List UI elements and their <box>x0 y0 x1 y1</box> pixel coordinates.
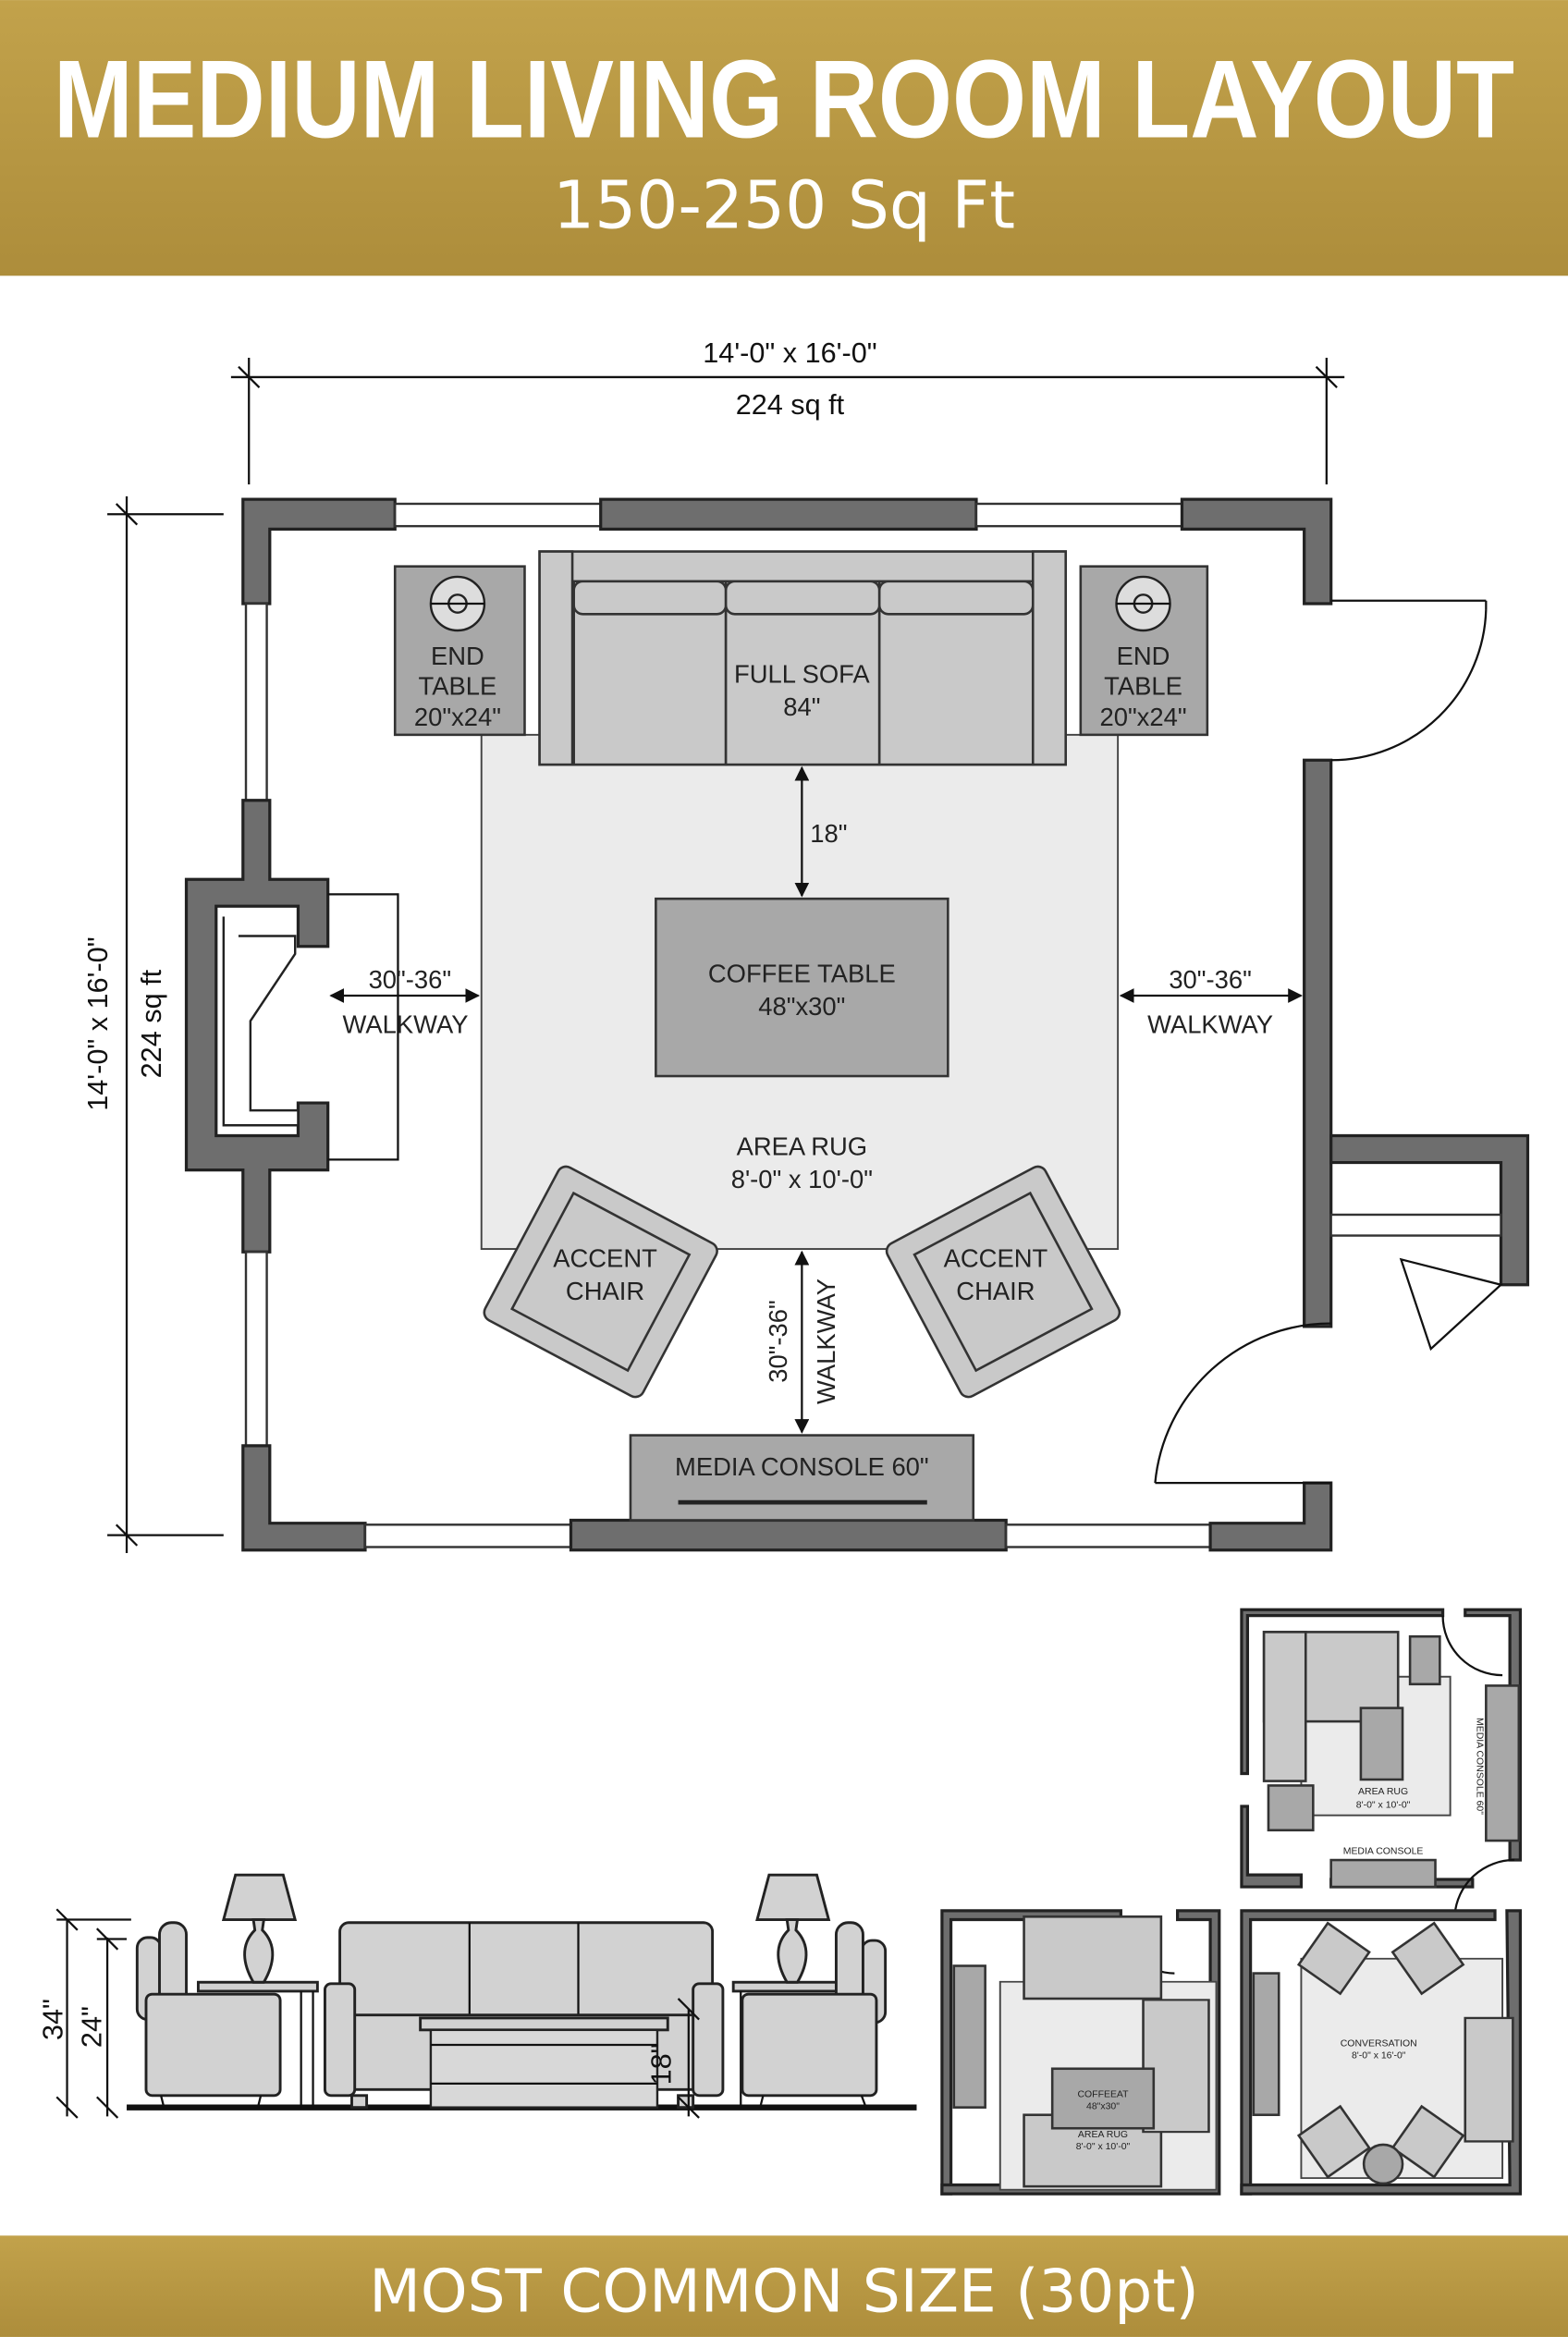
thumb1-rug-size: 8'-0" x 10'-0" <box>1356 1801 1411 1811</box>
accent-chair-right: ACCENT CHAIR <box>885 1165 1121 1399</box>
end-table-right-label: END <box>1117 642 1170 670</box>
fireplace-icon <box>222 916 300 1127</box>
secondary-door[interactable] <box>1154 1322 1331 1485</box>
page-title: MEDIUM LIVING ROOM LAYOUT <box>54 38 1514 161</box>
accent-chair-left-label: ACCENT <box>553 1243 657 1272</box>
accent-chair-right-label: ACCENT <box>944 1243 1048 1272</box>
coffee-table-label: COFFEE TABLE <box>708 959 896 987</box>
side-dimension-label: 14'-0" x 16'-0" <box>82 936 114 1110</box>
walkway-bottom: 30"-36" WALKWAY <box>764 1250 840 1434</box>
elevation-chair-right <box>741 1921 888 2109</box>
back-height-label: 34" <box>38 1999 69 2040</box>
closet-door[interactable] <box>1399 1257 1503 1352</box>
room-walls <box>184 497 1530 1552</box>
walkway-bottom-label: WALKWAY <box>812 1279 840 1404</box>
end-table-left-label: END <box>431 642 484 670</box>
top-dimension-label: 14'-0" x 16'-0" <box>703 337 876 369</box>
media-console-label: MEDIA CONSOLE 60" <box>675 1452 929 1481</box>
top-dimension: 14'-0" x 16'-0" 224 sq ft <box>230 337 1345 485</box>
end-table-left-label: TABLE <box>419 671 497 700</box>
elevation-dimensions: 34" 24" 18" <box>38 1908 700 2119</box>
walkway-left: 30"-36" WALKWAY <box>327 893 481 1161</box>
accent-chair-right-label: CHAIR <box>956 1277 1035 1305</box>
walkway-left-size: 30"-36" <box>369 965 452 994</box>
seat-height-label: 24" <box>77 2006 108 2048</box>
thumb1-console-side-label: MEDIA CONSOLE 60" <box>1475 1718 1485 1815</box>
end-table-right-label: TABLE <box>1104 671 1182 700</box>
area-rug-size: 8'-0" x 10'-0" <box>731 1165 873 1193</box>
walkway-bottom-size: 30"-36" <box>764 1300 792 1383</box>
end-table-right: END TABLE 20"x24" <box>1079 565 1209 737</box>
coffee-table-size: 48"x30" <box>758 992 845 1021</box>
sofa-size: 84" <box>783 692 820 721</box>
walkway-right-label: WALKWAY <box>1147 1009 1273 1038</box>
end-table-left-size: 20"x24" <box>414 703 501 731</box>
accent-chair-left: ACCENT CHAIR <box>483 1165 718 1399</box>
thumb2-rug-size: 8'-0" x 10'-0" <box>1076 2142 1131 2152</box>
thumb3-rug-size: 8'-0" x 16'-0" <box>1352 2050 1406 2061</box>
lamp-icon <box>221 1873 298 1921</box>
thumb1-console-label: MEDIA CONSOLE <box>1343 1847 1424 1857</box>
elevation-chair-left <box>135 1921 282 2108</box>
sofa-label: FULL SOFA <box>734 659 870 688</box>
footer-text: MOST COMMON SIZE (30pt) <box>369 2257 1199 2327</box>
sofa-clearance-label: 18" <box>810 819 847 848</box>
lamp-icon <box>755 1873 831 1921</box>
thumbnail-facing-sofas-layout: COFFEEAT 48"x30" AREA RUG 8'-0" x 10'-0" <box>940 1909 1221 2196</box>
elevation-end-table-left <box>196 1873 319 2108</box>
walkway-right-size: 30"-36" <box>1169 965 1252 994</box>
entry-door[interactable] <box>1330 599 1488 762</box>
thumbnail-conversation-layout: CONVERSATION 8'-0" x 16'-0" <box>1240 1909 1523 2196</box>
thumb2-rug-label: AREA RUG <box>1078 2130 1128 2140</box>
coffee-table: COFFEE TABLE 48"x30" <box>655 897 949 1078</box>
lamp-icon <box>429 575 486 632</box>
accent-chair-left-label: CHAIR <box>566 1277 644 1305</box>
side-area-label: 224 sq ft <box>136 969 167 1078</box>
walkway-left-label: WALKWAY <box>343 1009 469 1038</box>
thumb2-table-size: 48"x30" <box>1086 2101 1120 2111</box>
end-table-right-size: 20"x24" <box>1099 703 1186 731</box>
full-sofa: FULL SOFA 84" <box>538 550 1067 766</box>
header-banner: MEDIUM LIVING ROOM LAYOUT 150-250 Sq Ft <box>0 0 1568 276</box>
elevation-end-table-right <box>731 1873 849 2108</box>
thumb3-rug-label: CONVERSATION <box>1341 2039 1417 2049</box>
side-dimension: 14'-0" x 16'-0" 224 sq ft <box>82 496 224 1553</box>
thumb2-table-label: COFFEEAT <box>1077 2089 1129 2099</box>
footer-banner: MOST COMMON SIZE (30pt) <box>0 2235 1568 2337</box>
area-rug-label: AREA RUG <box>737 1132 868 1160</box>
top-area-label: 224 sq ft <box>736 389 845 421</box>
end-table-left: END TABLE 20"x24" <box>393 565 526 737</box>
elevation-view: 34" 24" 18" <box>38 1873 917 2119</box>
lamp-icon <box>1115 575 1171 632</box>
walkway-right: 30"-36" WALKWAY <box>1119 965 1304 1038</box>
media-console: MEDIA CONSOLE 60" <box>629 1434 975 1522</box>
thumbnail-sectional-layout: AREA RUG 8'-0" x 10'-0" MEDIA CONSOLE 60… <box>1240 1608 1523 1915</box>
table-height-label: 18" <box>645 2043 677 2085</box>
elevation-coffee-table <box>419 2016 669 2109</box>
thumb1-rug-label: AREA RUG <box>1358 1787 1408 1797</box>
page-subtitle: 150-250 Sq Ft <box>553 167 1015 244</box>
